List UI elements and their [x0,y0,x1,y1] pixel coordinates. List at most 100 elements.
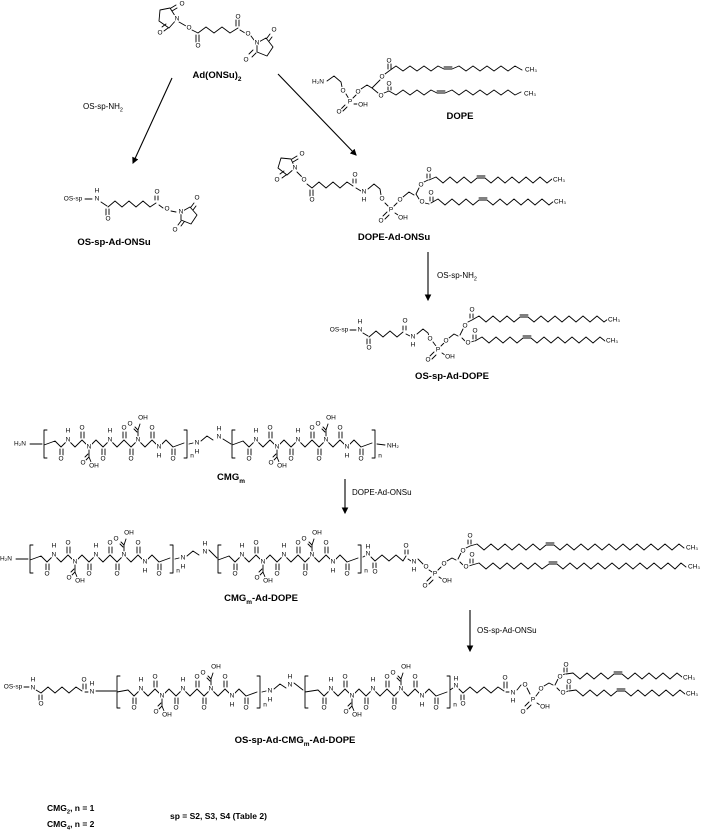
atom-label: O [243,57,248,64]
atom-label: N [108,437,113,444]
atom-label: H [362,197,367,204]
compound-label-cmg: CMGm [217,472,245,485]
atom-label: n [176,568,180,575]
atom-label: O [245,31,250,38]
atom-label: H [108,428,113,435]
atom-label: N [139,686,144,693]
atom-label: N [261,559,266,566]
atom-label: O [323,540,328,547]
atom-label: O [121,425,126,432]
atom-label: O [397,197,402,204]
atom-label: O [154,189,159,196]
atom-label: OH [263,578,273,585]
atom-label: N [511,690,516,697]
atom-label: H [139,677,144,684]
atom-label: O [309,197,314,204]
atom-label: N [195,440,200,447]
atom-label: N [399,686,404,693]
atom-label: OH [312,530,322,537]
atom-label: O [299,151,304,158]
atom-label: H [217,426,222,433]
atom-label: CH₃ [606,338,618,345]
atom-label: OH [211,664,221,671]
atom-label: O [426,167,431,174]
atom-label: O [502,675,507,682]
atom-label: N [217,434,222,441]
atom-label: O [460,701,465,708]
atom-label: O [153,709,158,716]
atom-label: H [420,702,425,709]
atom-label: O [379,74,384,81]
atom-label: O [378,93,383,100]
reagent-label-os-sp-nh2-mid: OS-sp-NH2 [437,271,477,283]
atom-label: O [402,318,407,325]
atom-label: P [436,347,440,354]
atom-label: O [315,421,320,428]
atom-label: H [230,702,235,709]
atom-label: H [157,453,162,460]
atom-label: N [181,686,186,693]
atom-label: O [460,548,465,555]
atom-label: OH [326,415,336,422]
atom-label: O [301,536,306,543]
atom-label: N [203,549,208,556]
atom-label: H [366,544,371,551]
atom-label: O [156,571,161,578]
atom-label: OH [442,578,452,585]
atom-label: N [136,437,141,444]
atom-label: NH₂ [387,443,399,450]
atom-label: H [143,568,148,575]
atom-label: H [66,428,71,435]
atom-label: N [371,686,376,693]
dope-bonds [326,63,523,112]
atom-label: O [441,561,446,568]
atom-label: O [179,1,184,8]
atom-label: CH₃ [553,177,565,184]
atom-label: OS-sp [4,684,23,691]
atom-label: O [366,345,371,352]
legend-cmg2: CMG2, n = 1 [47,803,95,816]
atom-label: N [90,689,95,696]
atom-label: O [422,583,427,590]
atom-label: N [310,552,315,559]
atom-label: N [329,686,334,693]
atom-label: O [201,705,206,712]
atom-label: N [122,552,127,559]
atom-label: O [301,177,306,184]
atom-label: H [268,697,273,704]
atom-label: H [288,674,293,681]
atom-label: O [222,674,227,681]
atom-label: n [263,702,267,709]
atom-label: O [79,425,84,432]
atom-label: O [538,686,543,693]
atom-label: O [81,677,86,684]
atom-label: O [355,89,360,96]
atom-label: O [520,709,525,716]
atom-label: O [467,533,472,540]
atom-label: O [443,338,448,345]
atom-label: H [454,676,459,683]
legend-cmg4: CMG4, n = 2 [47,819,95,832]
atom-label: O [386,81,391,88]
atom-label: O [295,540,300,547]
atom-label: H [358,319,363,326]
atom-label: N [296,437,301,444]
atom-label: P [348,99,352,106]
reagent-label-dope-ad-onsu: DOPE-Ad-ONSu [352,488,412,497]
atom-label: O [563,662,568,669]
atom-label: O [363,705,368,712]
atom-label: OS-sp [64,196,83,203]
atom-label: OH [540,704,550,711]
atom-label: O [105,216,110,223]
atom-label: O [391,705,396,712]
atom-label: N [254,437,259,444]
atom-label: O [80,460,85,467]
atom-label: H₂N [312,79,324,86]
atom-label: O [423,564,428,571]
atom-label: N [95,196,100,203]
atom-label: N [454,683,459,690]
atom-label: O [149,425,154,432]
